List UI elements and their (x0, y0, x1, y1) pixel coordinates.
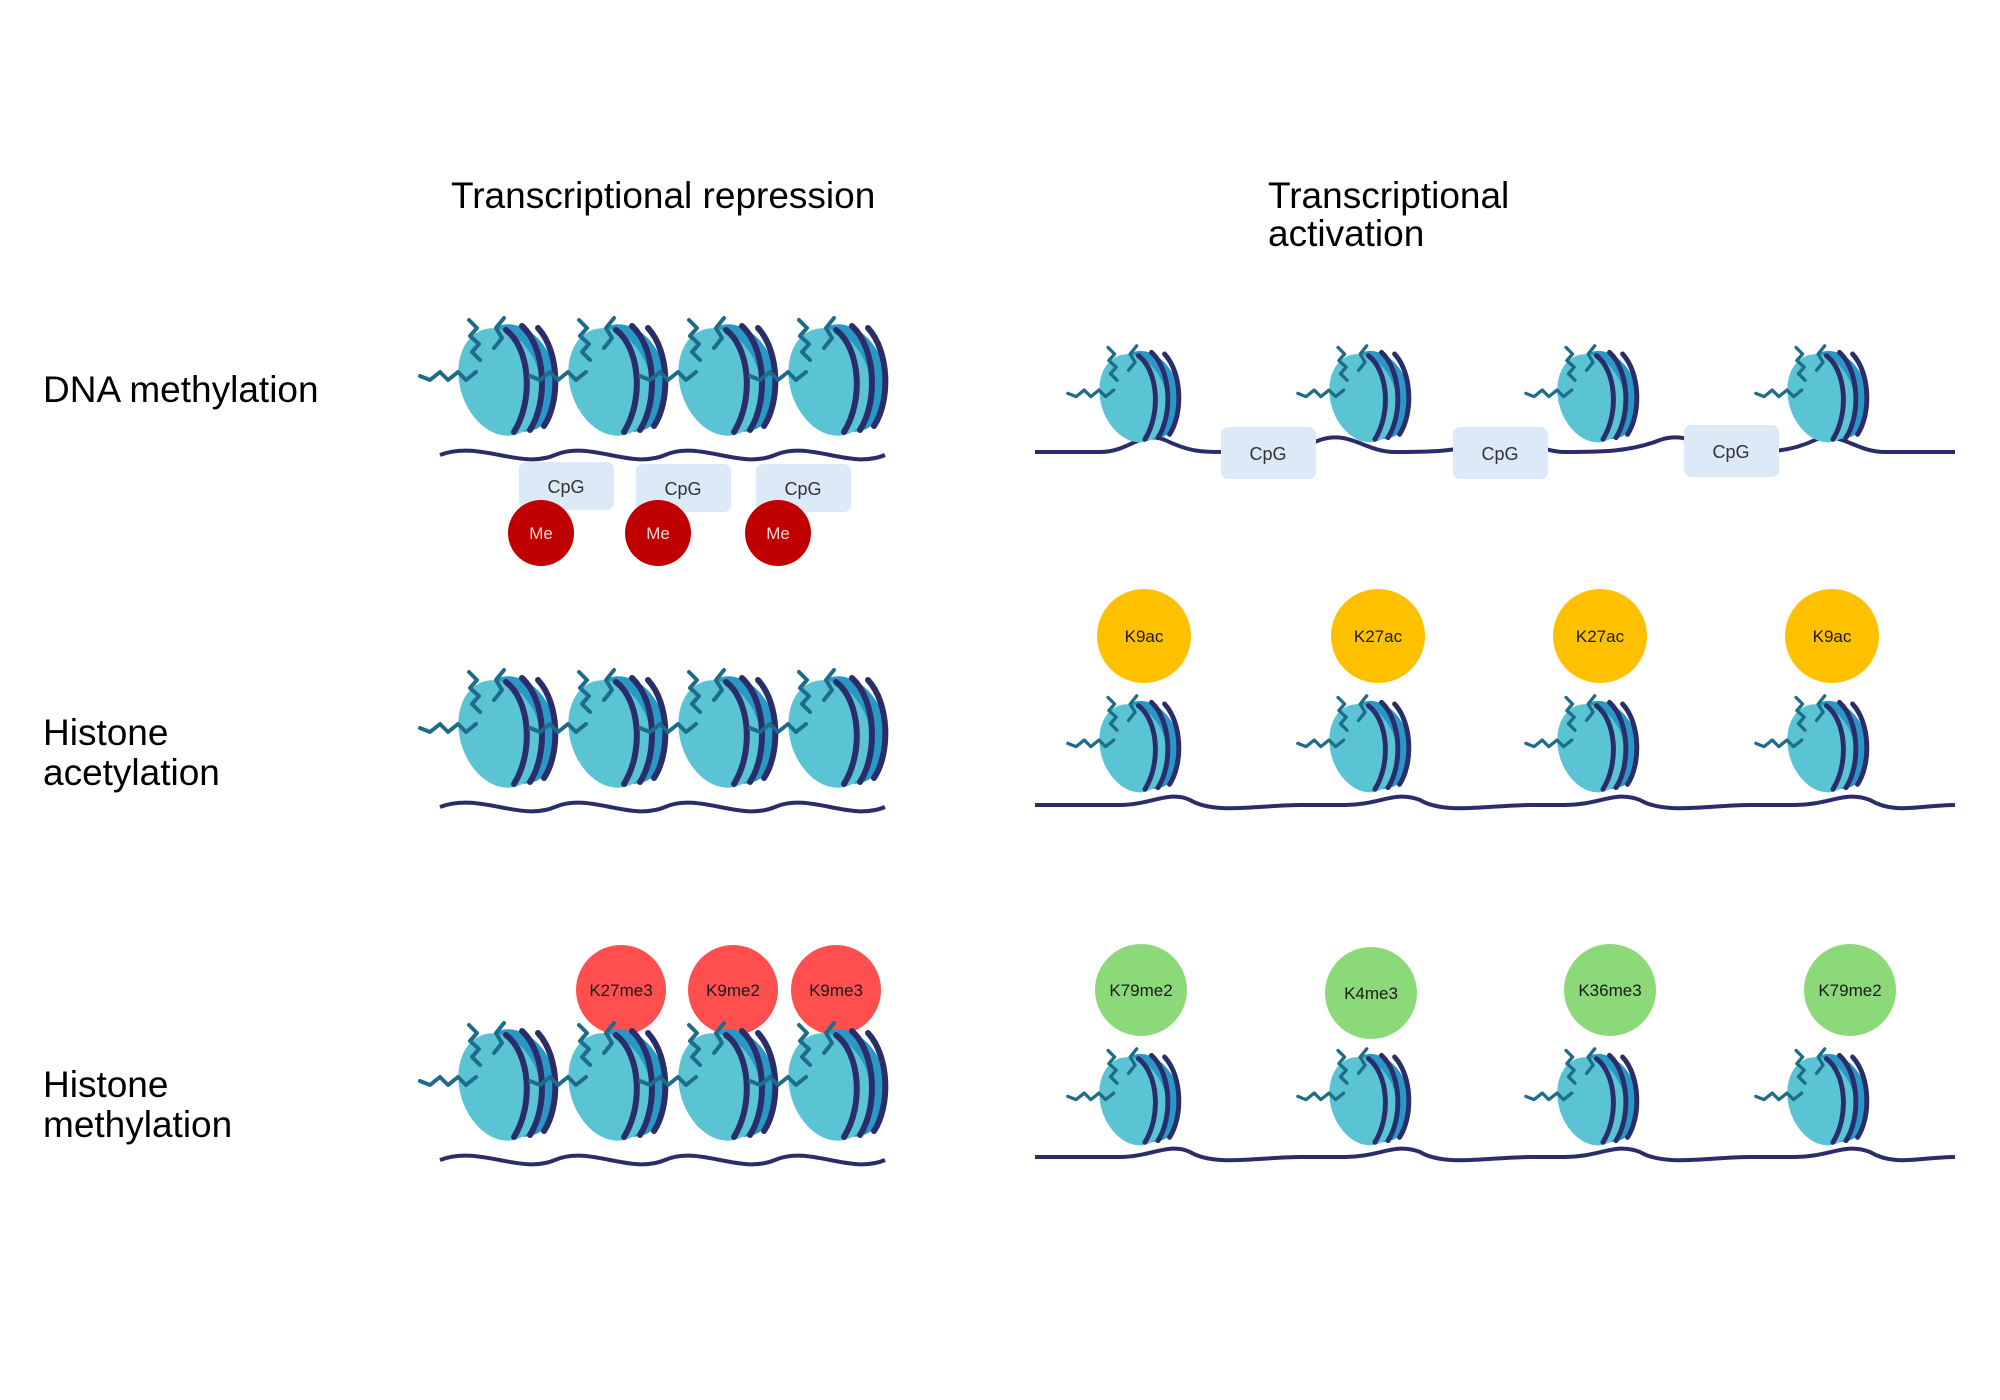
repressive-mark-label: K9me3 (809, 981, 863, 1000)
nucleosome (1526, 692, 1650, 801)
active-methyl-label: K79me2 (1109, 981, 1172, 1000)
acetyl-mark (1785, 589, 1879, 683)
nucleosome (1298, 692, 1422, 801)
cpg-label: CpG (1712, 442, 1749, 462)
dna-strand (1035, 794, 1956, 811)
active-methyl-label: K79me2 (1818, 981, 1881, 1000)
repressive-mark (791, 945, 881, 1035)
header-activation-line1: Transcriptional (1268, 175, 1509, 216)
active-methyl-mark (1564, 944, 1656, 1036)
cpg-box (1684, 425, 1779, 477)
methyl-mark (625, 500, 691, 566)
acetyl-label: K9ac (1125, 627, 1164, 646)
row-label-histone-acetylation-line1: Histone (43, 712, 168, 753)
row-label-histone-acetylation-line2: acetylation (43, 752, 220, 793)
compact-chromatin-histone-methylation (420, 1018, 901, 1167)
cpg-label: CpG (784, 479, 821, 499)
acetyl-marks: K9ac K27ac K27ac K9ac (1097, 589, 1879, 683)
cpg-sites-repressed: CpG CpG CpG (519, 462, 851, 512)
methyl-label: Me (766, 524, 790, 543)
dna-strand (439, 800, 886, 814)
methyl-mark (745, 500, 811, 566)
cpg-label: CpG (547, 477, 584, 497)
nucleosome (420, 313, 571, 446)
nucleosome (1298, 1045, 1422, 1154)
active-histone-marks: K79me2 K4me3 K36me3 K79me2 (1095, 944, 1896, 1039)
cpg-label: CpG (664, 479, 701, 499)
row-label-dna-methylation: DNA methylation (43, 369, 319, 410)
nucleosome (1756, 692, 1880, 801)
open-chromatin-histone-acetylation (1035, 692, 1956, 811)
active-methyl-label: K36me3 (1578, 981, 1641, 1000)
compact-chromatin-dna-methylation (420, 313, 901, 462)
cpg-label: CpG (1481, 444, 1518, 464)
cpg-sites-active: CpG CpG CpG (1221, 425, 1779, 479)
active-methyl-mark (1804, 944, 1896, 1036)
nucleosome (420, 665, 571, 798)
methyl-label: Me (646, 524, 670, 543)
acetyl-label: K27ac (1354, 627, 1403, 646)
row-label-histone-methylation-line1: Histone (43, 1064, 168, 1105)
nucleosome (1756, 1045, 1880, 1154)
active-methyl-mark (1095, 944, 1187, 1036)
nucleosome (1068, 342, 1192, 451)
methyl-mark (508, 500, 574, 566)
open-chromatin-histone-methylation (1035, 1045, 1956, 1163)
repressive-mark (688, 945, 778, 1035)
repressive-histone-marks: K27me3 K9me2 K9me3 (576, 945, 881, 1035)
compact-chromatin-histone-acetylation (420, 665, 901, 814)
nucleosome (420, 1018, 571, 1151)
acetyl-label: K9ac (1813, 627, 1852, 646)
cpg-box (636, 464, 731, 512)
cpg-box (1453, 427, 1548, 479)
nucleosome (1068, 692, 1192, 801)
cpg-box (1221, 427, 1316, 479)
repressive-mark-label: K9me2 (706, 981, 760, 1000)
dna-strand (439, 1153, 886, 1167)
acetyl-mark (1331, 589, 1425, 683)
header-repression: Transcriptional repression (451, 175, 875, 216)
cpg-box (519, 462, 614, 510)
dna-strand (1035, 1146, 1956, 1163)
dna-strand (439, 448, 886, 462)
nucleosome (1068, 1045, 1192, 1154)
acetyl-label: K27ac (1576, 627, 1625, 646)
repressive-mark (576, 945, 666, 1035)
methyl-marks: Me Me Me (508, 500, 811, 566)
acetyl-mark (1097, 589, 1191, 683)
row-label-histone-methylation-line2: methylation (43, 1104, 232, 1145)
nucleosome (1298, 342, 1422, 451)
cpg-box (756, 464, 851, 512)
active-methyl-mark (1325, 947, 1417, 1039)
methyl-label: Me (529, 524, 553, 543)
cpg-label: CpG (1249, 444, 1286, 464)
nucleosome (1526, 1045, 1650, 1154)
active-methyl-label: K4me3 (1344, 984, 1398, 1003)
header-activation-line2: activation (1268, 213, 1424, 254)
acetyl-mark (1553, 589, 1647, 683)
repressive-mark-label: K27me3 (589, 981, 652, 1000)
